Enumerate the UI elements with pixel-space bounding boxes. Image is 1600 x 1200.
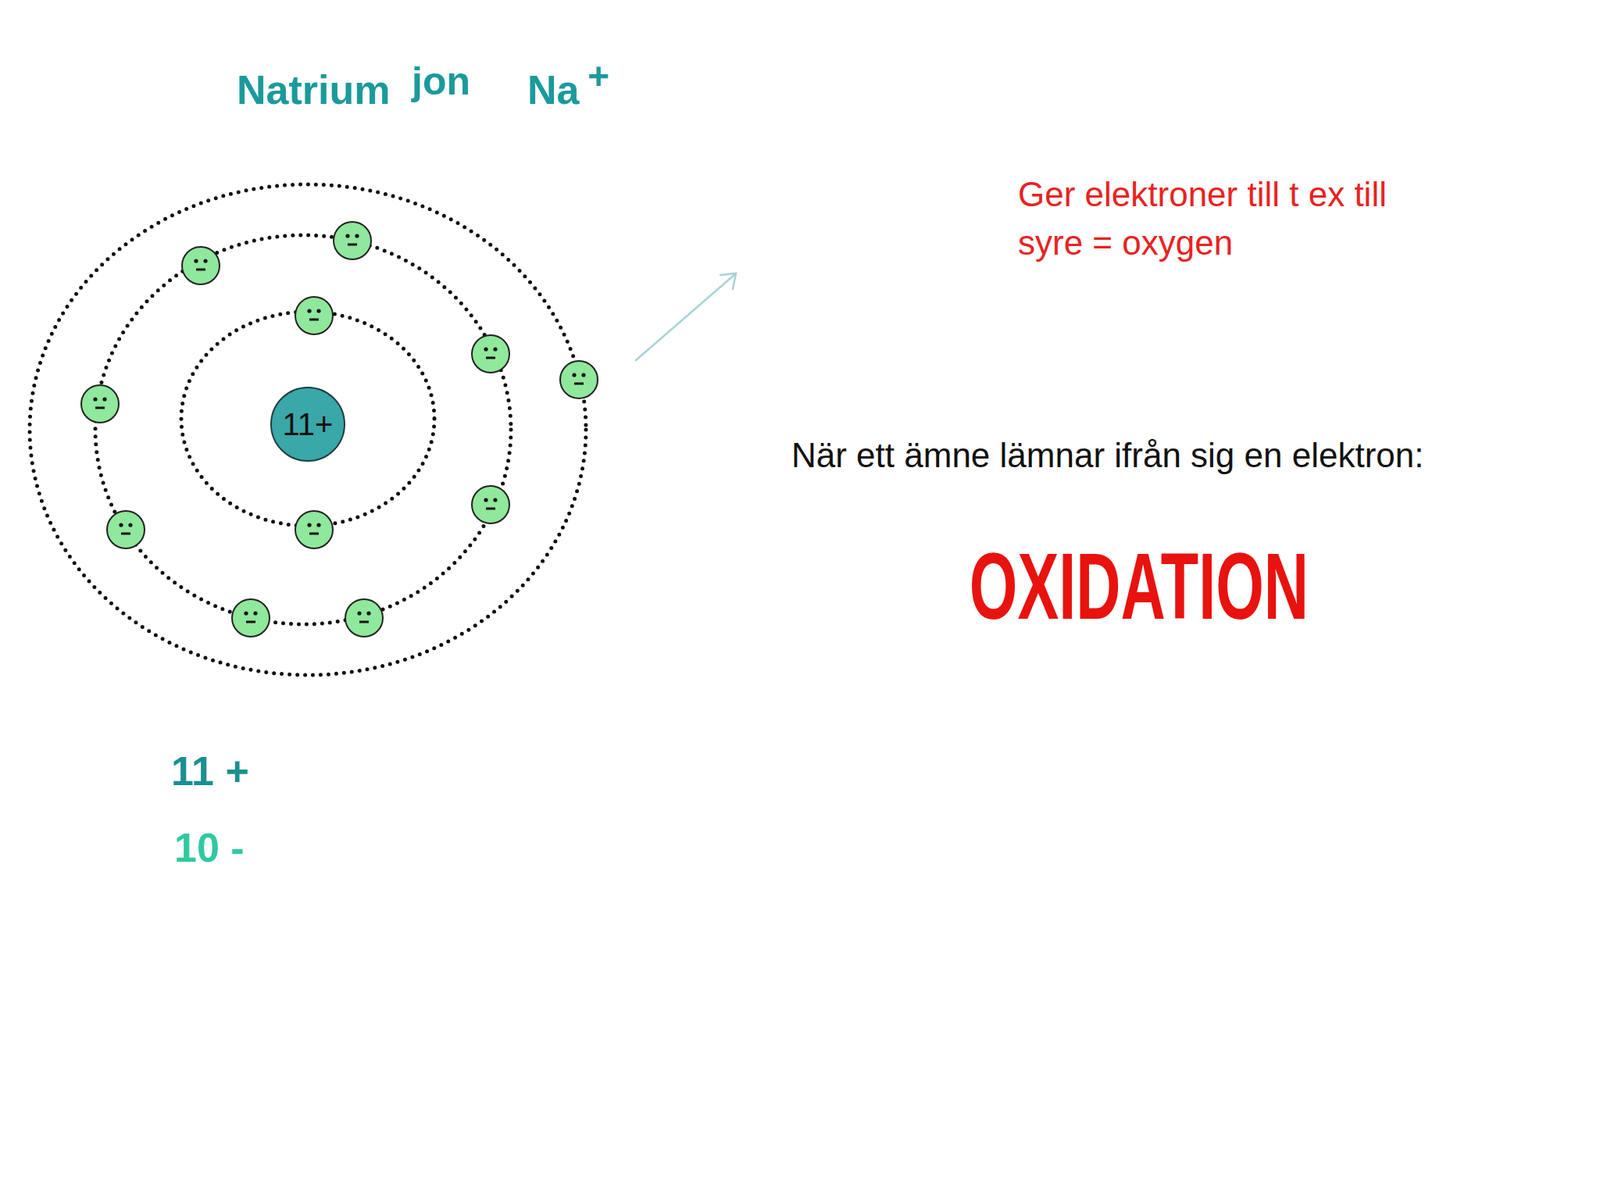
outer-shell	[29, 184, 586, 675]
charge-count: 11 +	[171, 748, 250, 796]
electron	[471, 335, 510, 373]
charge-count: 10 -	[174, 825, 245, 872]
electron	[345, 599, 383, 637]
nucleus-charge: 11+	[282, 407, 334, 443]
electron	[107, 510, 145, 549]
note-text: Ger elektroner till t ex till syre = oxy…	[1017, 170, 1456, 267]
electron	[182, 246, 220, 285]
electron	[81, 385, 119, 423]
electron	[295, 296, 333, 335]
electron	[333, 221, 372, 260]
electron	[471, 485, 510, 524]
electron	[295, 510, 333, 549]
inner-shell	[181, 311, 435, 526]
ion-charge: +	[587, 54, 610, 98]
ion-symbol: Na	[527, 67, 579, 115]
nucleus-circle: 11+	[270, 386, 346, 462]
heading-text: OXIDATION	[969, 539, 1309, 633]
leader-arrow	[635, 273, 736, 361]
middle-shell	[95, 235, 511, 625]
title-word: jon	[411, 59, 471, 105]
electron	[560, 360, 598, 399]
electron	[232, 599, 270, 637]
body-text: När ett ämne lämnar ifrån sig en elektro…	[791, 435, 1425, 476]
title-word: Natrium	[236, 67, 390, 115]
